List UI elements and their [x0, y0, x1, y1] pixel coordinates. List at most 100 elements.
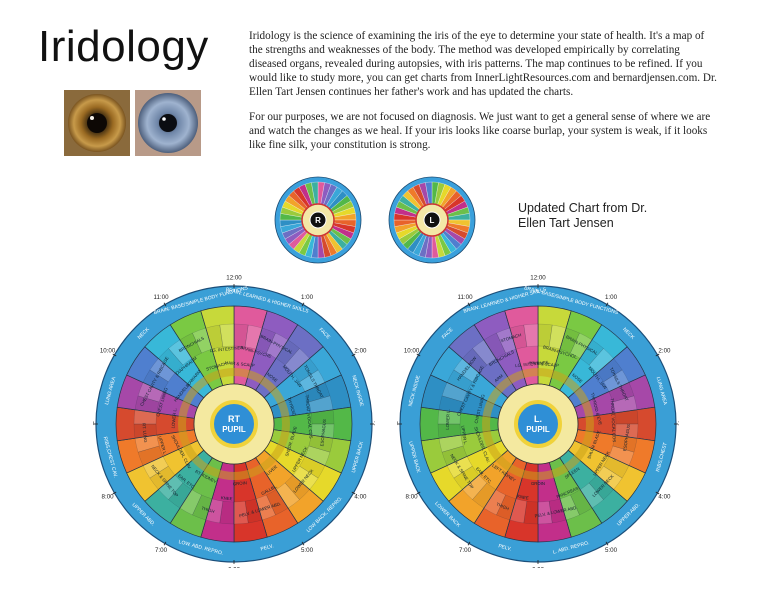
brown-iris-photo: [64, 90, 130, 156]
right-chart-sub-band: [179, 489, 202, 516]
right-chart-sub-band: [134, 395, 160, 414]
left-chart-clock-tick: [605, 541, 609, 546]
left-chart-sub-band: [537, 323, 553, 348]
small-pupil: [309, 211, 327, 229]
left-chart-clock-label: 9:00: [397, 421, 399, 428]
left-chart-clock-label: 12:00: [530, 275, 546, 282]
left-chart-sub-band: [496, 494, 517, 521]
left-chart-sector-label: LG. INTESTINES: [515, 360, 549, 368]
right-chart-sub-band: [292, 358, 319, 383]
right-chart-sector-label: THROAT, VOCAL CDS: [304, 395, 313, 439]
left-chart-sub-band: [453, 358, 480, 383]
left-chart-sub-band: [612, 434, 638, 453]
left-chart-sub-band: [472, 482, 497, 509]
right-chart-sub-band: [308, 395, 334, 414]
right-chart-clock-label: 2:00: [354, 348, 367, 355]
right-chart-clock-label: 8:00: [102, 494, 115, 501]
right-chart-clock-tick: [351, 491, 356, 495]
left-chart-sub-band: [438, 434, 464, 453]
right-chart-sub-band: [275, 339, 300, 366]
left-chart-sector-label: NOSE: [571, 372, 584, 384]
left-chart-sub-band: [588, 348, 614, 374]
right-chart-clock-label: 12:00: [226, 275, 242, 282]
right-chart-clock-label: 7:00: [155, 547, 168, 554]
right-chart-clock-label: 3:00: [374, 421, 375, 428]
right-chart-sector-label: HAIR & SCALP: [225, 360, 255, 368]
right-chart-sub-band: [266, 489, 289, 516]
left-chart-sub-band: [608, 382, 635, 403]
left-chart-sub-band: [579, 482, 604, 509]
right-chart-sub-band: [158, 474, 184, 500]
left-chart-sector-label: STOMACH: [500, 332, 522, 343]
right-chart-clock-label: 9:00: [93, 421, 95, 428]
page-title: Iridology: [38, 22, 209, 71]
right-chart-sub-band: [310, 423, 335, 439]
left-chart-sub-band: [509, 324, 528, 350]
left-chart-sub-band: [548, 498, 567, 524]
updated-chart-caption: Updated Chart from Dr. Ellen Tart Jensen: [518, 201, 648, 230]
right-chart-sub-band: [137, 382, 164, 403]
small-pupil-letter: L: [430, 216, 435, 225]
right-chart-sub-band: [158, 348, 184, 374]
right-chart-sector-label: GROIN: [233, 480, 248, 486]
left-chart-pupil-label-1: L.: [534, 414, 542, 424]
blue-iris-photo: [135, 90, 201, 156]
right-chart-sub-band: [244, 498, 263, 524]
left-chart-sub-band: [437, 423, 462, 439]
left-chart-sub-band: [441, 445, 468, 466]
left-chart-sub-band: [603, 456, 630, 479]
left-chart-sector-label: ESOPHAGUS: [622, 424, 631, 452]
right-chart-sub-band: [142, 456, 169, 479]
right-chart-sector-label: ESOPHAGUS: [319, 419, 327, 447]
right-chart-clock-tick: [301, 541, 305, 546]
right-chart-clock-tick: [112, 491, 117, 495]
left-chart-clock-label: 2:00: [658, 348, 671, 355]
left-chart-clock-tick: [416, 353, 421, 357]
left-chart-sub-band: [483, 332, 506, 359]
right-chart-sub-band: [134, 434, 160, 453]
left-chart-clock-tick: [467, 302, 471, 307]
right-chart-sub-band: [205, 498, 224, 524]
right-chart-sub-band: [168, 482, 193, 509]
right-chart-sub-band: [299, 369, 326, 392]
right-chart-pupil-label-2: PUPIL: [222, 425, 246, 434]
left-chart-sub-band: [614, 409, 639, 425]
left-chart-sector-label: KNEE: [517, 493, 530, 500]
left-chart-sub-band: [596, 358, 623, 383]
right-chart-sub-band: [179, 332, 202, 359]
left-chart-sub-band: [596, 465, 623, 490]
right-chart-sector-label: NOSE: [266, 372, 279, 384]
right-chart-sub-band: [310, 409, 335, 425]
intro-paragraph: Iridology is the science of examining th…: [249, 30, 717, 99]
left-chart-pupil: [514, 400, 562, 448]
right-chart-clock-label: 1:00: [301, 294, 314, 301]
left-chart-sub-band: [608, 445, 635, 466]
left-chart-sub-band: [603, 369, 630, 392]
left-chart-sub-band: [579, 339, 604, 366]
left-chart-sub-band: [446, 456, 473, 479]
left-chart-sub-band: [509, 498, 528, 524]
left-chart-sub-band: [523, 500, 539, 525]
left-chart-sub-band: [446, 369, 473, 392]
right-chart-sub-band: [304, 382, 331, 403]
right-chart-clock-tick: [163, 541, 167, 546]
right-chart-sub-band: [133, 409, 158, 425]
right-chart-pupil-label-1: RT: [228, 414, 240, 424]
right-chart-clock-tick: [112, 353, 117, 357]
right-chart-sub-band: [275, 482, 300, 509]
right-chart-sector-label: LOWER L.: [170, 408, 177, 429]
left-chart-sub-band: [496, 327, 517, 354]
right-chart-sector-label: LIVER: [265, 464, 278, 476]
small-pupil-letter: R: [315, 216, 321, 225]
right-chart-sub-band: [168, 339, 193, 366]
left-chart-clock-label: 11:00: [457, 294, 473, 301]
left-chart-clock-label: 5:00: [605, 547, 618, 554]
right-chart-sub-band: [149, 358, 176, 383]
right-chart-sub-band: [266, 332, 289, 359]
small-chart-right-eye: R: [274, 176, 362, 264]
left-chart-sector-label: GROIN: [531, 481, 545, 486]
right-chart-sub-band: [304, 445, 331, 466]
right-chart-sector-label: KNEE: [221, 495, 233, 501]
right-chart-sector-label: LG. INTESTINES: [210, 345, 244, 353]
